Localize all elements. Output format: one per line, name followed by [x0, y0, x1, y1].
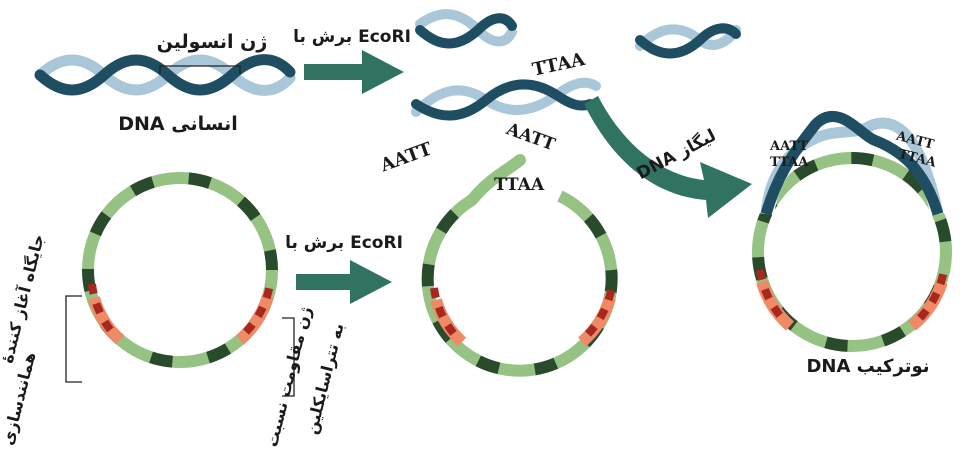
- bottom-cut-label: برش با EcoRI: [285, 233, 403, 253]
- plasmid-open-upper-seq: AATT: [503, 119, 558, 155]
- insulin-gene-bracket: [159, 65, 241, 74]
- recomb-left-bottom-seq: TTAA: [770, 155, 809, 170]
- cut-fragment-insulin: [411, 77, 601, 121]
- origin-bracket: [65, 295, 82, 383]
- plasmid-open-lower-seq: TTAA: [494, 175, 545, 195]
- origin-label-line1: جایگاه آغاز کنندهٔ: [0, 232, 48, 365]
- bottom-cut-arrow: [296, 260, 392, 304]
- fragment-top-right-seq: TTAA: [531, 49, 588, 81]
- cut-fragment-small: [415, 9, 517, 49]
- plasmid-intact: [82, 172, 278, 368]
- plasmid-opened: [421, 154, 618, 377]
- human-dna-helix: [34, 54, 296, 96]
- resistance-label-line2: به تتراسایکلین: [302, 321, 348, 436]
- resistance-bracket: [282, 317, 295, 397]
- cut-fragment-right: [635, 23, 741, 59]
- top-cut-label: برش با EcoRI: [293, 27, 411, 47]
- recombinant-plasmid: [752, 111, 952, 352]
- recombinant-dna-label: DNA نوترکیب: [806, 356, 929, 377]
- fragment-bottom-left-seq: AATT: [377, 138, 436, 176]
- top-cut-arrow: [304, 50, 404, 94]
- origin-label-line2: همانندسازی: [0, 350, 39, 447]
- recomb-left-top-seq: AATT: [769, 139, 809, 154]
- ligase-arrow: [584, 96, 752, 218]
- human-dna-label: DNA انسانی: [118, 113, 237, 135]
- insulin-gene-label: ژن انسولین: [157, 31, 268, 53]
